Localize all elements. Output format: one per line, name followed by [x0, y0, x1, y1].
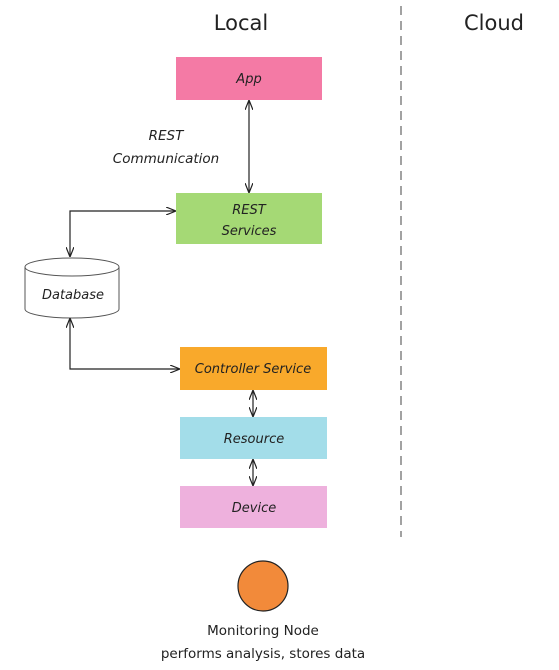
- controller-service-label: Controller Service: [195, 362, 311, 377]
- resource-label: Resource: [224, 432, 285, 447]
- db-controller-connector: [70, 319, 179, 369]
- database-icon: [24, 257, 120, 319]
- local-heading: Local: [214, 11, 268, 35]
- monitoring-node-title: Monitoring Node: [207, 623, 319, 639]
- rest-services-box: [176, 193, 322, 244]
- controller-service-box: [180, 347, 327, 390]
- resource-box: [180, 417, 327, 459]
- app-box: [176, 57, 322, 100]
- db-rest-connector: [70, 211, 175, 256]
- device-box: [180, 486, 327, 528]
- monitoring-node-icon: [237, 560, 289, 612]
- database-label: Database: [42, 288, 104, 303]
- rest-annotation-line1: REST: [149, 128, 185, 144]
- rest-services-label-line1: REST: [232, 203, 266, 218]
- device-label: Device: [232, 501, 276, 516]
- cloud-heading: Cloud: [464, 11, 524, 35]
- monitoring-node-subtitle: performs analysis, stores data: [161, 646, 365, 662]
- app-label: App: [235, 72, 261, 87]
- rest-annotation-line2: Communication: [113, 151, 219, 167]
- rest-services-label-line2: Services: [222, 224, 277, 239]
